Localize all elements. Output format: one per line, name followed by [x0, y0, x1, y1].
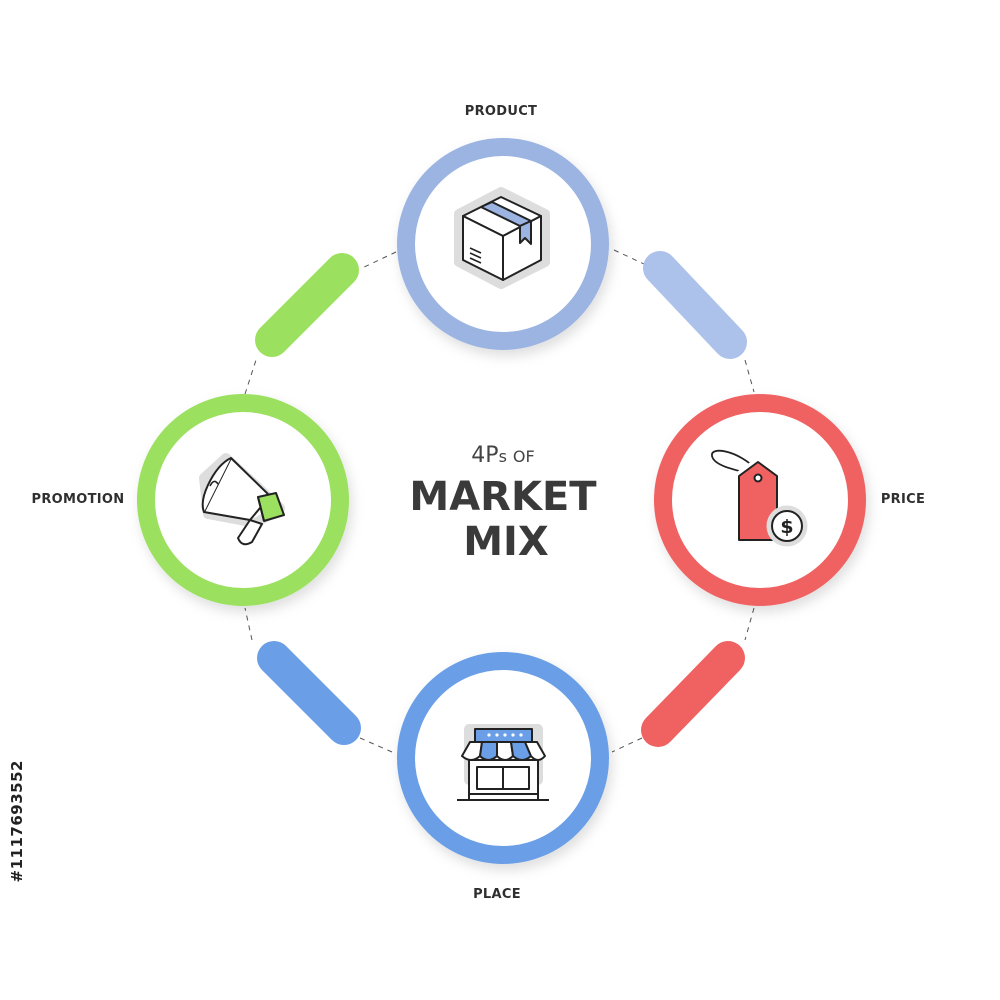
storefront-icon — [457, 724, 549, 801]
connector-promotion-product — [255, 253, 359, 357]
connector-price-place — [641, 641, 745, 747]
product-label: PRODUCT — [465, 104, 537, 119]
watermark-id: #1117693552 — [8, 760, 26, 883]
svg-text:$: $ — [780, 516, 793, 538]
dashed-guide-lines — [244, 249, 755, 753]
price-tag-dollar-icon: $ — [711, 449, 808, 547]
megaphone-icon — [199, 453, 285, 546]
package-box-icon — [454, 187, 550, 289]
title-prefix-small: s — [499, 447, 507, 466]
page-title: 4Ps OF MARKET MIX — [409, 443, 597, 565]
connector-place-promotion — [257, 641, 361, 745]
price-label: PRICE — [881, 492, 925, 507]
connector-product-price — [643, 251, 747, 359]
promotion-label: PROMOTION — [32, 492, 125, 507]
title-line-2: MIX — [463, 519, 549, 565]
title-prefix-main: 4P — [471, 443, 498, 468]
place-label: PLACE — [473, 887, 521, 902]
title-prefix-of: OF — [513, 447, 535, 466]
title-line-1: MARKET — [409, 474, 597, 520]
